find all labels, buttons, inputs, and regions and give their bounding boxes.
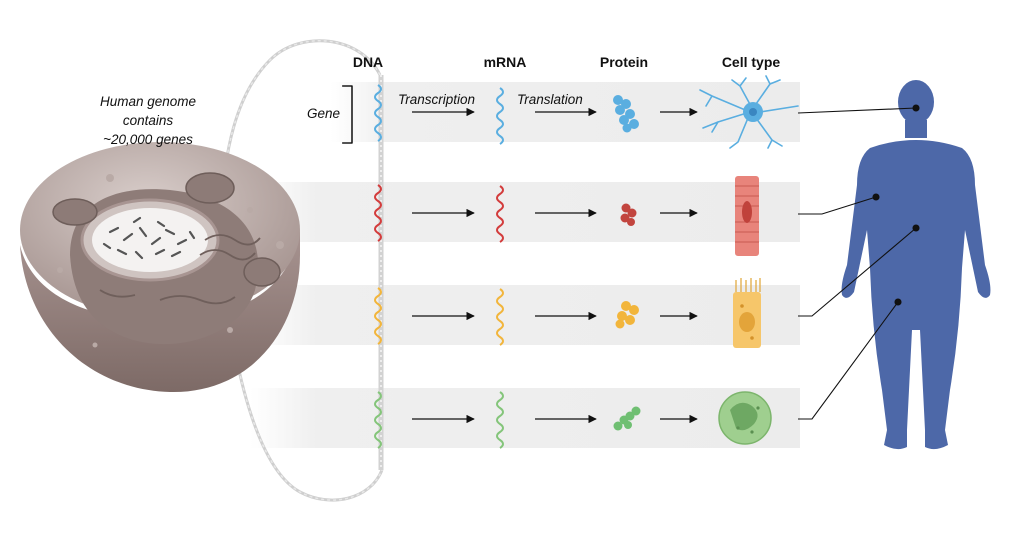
row-band-4 [250, 388, 800, 448]
column-header-protein: Protein [600, 54, 648, 70]
neuron-icon [699, 75, 799, 149]
mrna-3 [496, 288, 504, 346]
mitochondrion-3 [243, 257, 281, 287]
intro-line-2: contains [123, 113, 174, 128]
column-header-cell-type: Cell type [722, 54, 781, 70]
protein-2 [620, 203, 637, 226]
intro-line-1: Human genome [100, 94, 196, 109]
column-header-mrna: mRNA [484, 54, 527, 70]
protein-4 [613, 406, 641, 431]
cell-illustration [20, 142, 300, 393]
chromosomes [102, 216, 196, 260]
protein-1 [613, 95, 639, 133]
mrna-strands [496, 87, 504, 449]
column-header-dna: DNA [353, 54, 383, 70]
connector-muscle [798, 196, 877, 215]
dna-column [374, 75, 384, 470]
row-band-3 [250, 285, 800, 345]
body-connector-lines [797, 104, 920, 420]
intro-text: Human genome contains ~20,000 genes [100, 94, 196, 147]
mrna-2 [496, 185, 504, 243]
white-blood-cell-icon [718, 391, 772, 445]
translation-label: Translation [517, 92, 583, 107]
intro-line-3: ~20,000 genes [103, 132, 193, 147]
transcription-label: Transcription [398, 92, 475, 107]
connector-epithelial [798, 227, 917, 317]
epithelial-cell-icon [733, 278, 761, 348]
protein-3 [615, 301, 639, 329]
cell-outer-side [20, 230, 300, 393]
row-band-2 [250, 182, 800, 242]
mrna-1 [496, 87, 504, 145]
vesicles [57, 174, 284, 348]
connector-neuron [797, 107, 917, 114]
mrna-4 [496, 391, 504, 449]
dna-gene-segment-4 [374, 391, 382, 449]
dna-gene-segment-3 [374, 287, 382, 345]
gene-bracket-line [343, 85, 353, 144]
connector-immune [798, 301, 899, 420]
dna-gene-segment-2 [374, 184, 382, 242]
process-arrows [412, 107, 698, 424]
proteins [613, 95, 641, 431]
muscle-cell-icon [735, 176, 759, 256]
dna-gene-segment-1 [374, 84, 382, 142]
gene-label: Gene [307, 106, 340, 121]
mitochondrion-1 [52, 198, 98, 226]
endoplasmic-reticulum [99, 234, 261, 305]
row-bands [250, 82, 800, 448]
nucleoplasm [92, 208, 208, 272]
human-body-figure [841, 80, 991, 450]
mitochondrion-2 [185, 172, 235, 204]
